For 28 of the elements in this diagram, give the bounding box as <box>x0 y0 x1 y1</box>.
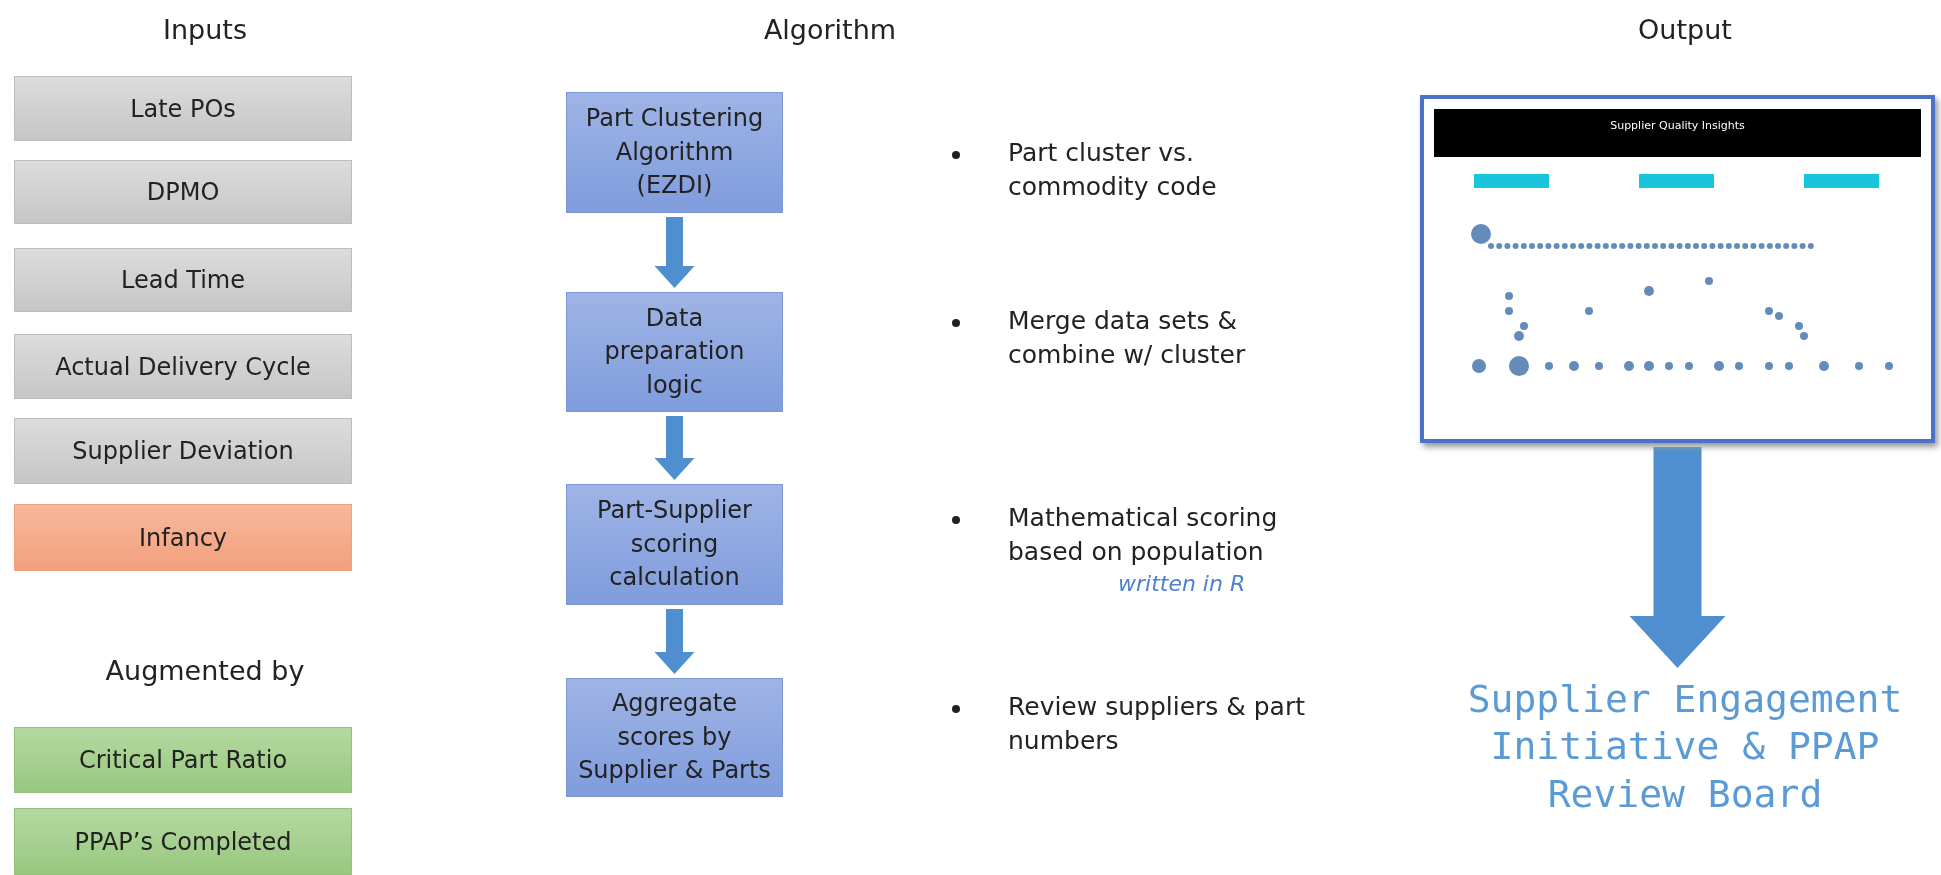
process-box: Aggregate scores by Supplier & Parts <box>566 678 783 797</box>
input-box: Supplier Deviation <box>14 418 352 484</box>
input-box: Late POs <box>14 76 352 141</box>
input-box: Actual Delivery Cycle <box>14 334 352 399</box>
process-box: Part Clustering Algorithm (EZDI) <box>566 92 783 213</box>
dashboard-screenshot <box>1420 95 1935 443</box>
input-box: DPMO <box>14 160 352 224</box>
description-text: Mathematical scoring based on population <box>1008 502 1279 568</box>
note-text: written in R <box>1118 571 1246 596</box>
input-box: Infancy <box>14 504 352 571</box>
description-text: Merge data sets & combine w/ cluster <box>1008 305 1247 371</box>
process-box: Data preparation logic <box>566 292 783 412</box>
heading-text: Augmented by <box>105 655 305 686</box>
arrow <box>654 416 695 480</box>
heading-text: Output <box>1638 14 1732 45</box>
dashboard-title: Supplier Quality Insights <box>1609 119 1746 132</box>
input-box: Lead Time <box>14 248 352 312</box>
arrow <box>654 217 695 288</box>
process-box: Part-Supplier scoring calculation <box>566 484 783 605</box>
input-box: PPAP’s Completed <box>14 808 352 875</box>
arrow <box>654 609 695 674</box>
input-box: Critical Part Ratio <box>14 727 352 793</box>
description-text: Part cluster vs. commodity code <box>1008 137 1218 203</box>
description-text: Review suppliers & part numbers <box>1008 691 1306 757</box>
outcome-text: Supplier Engagement Initiative & PPAP Review Board <box>1430 672 1940 822</box>
arrow <box>1629 447 1726 668</box>
heading-text: Inputs <box>163 14 247 45</box>
heading-text: Algorithm <box>763 14 897 45</box>
